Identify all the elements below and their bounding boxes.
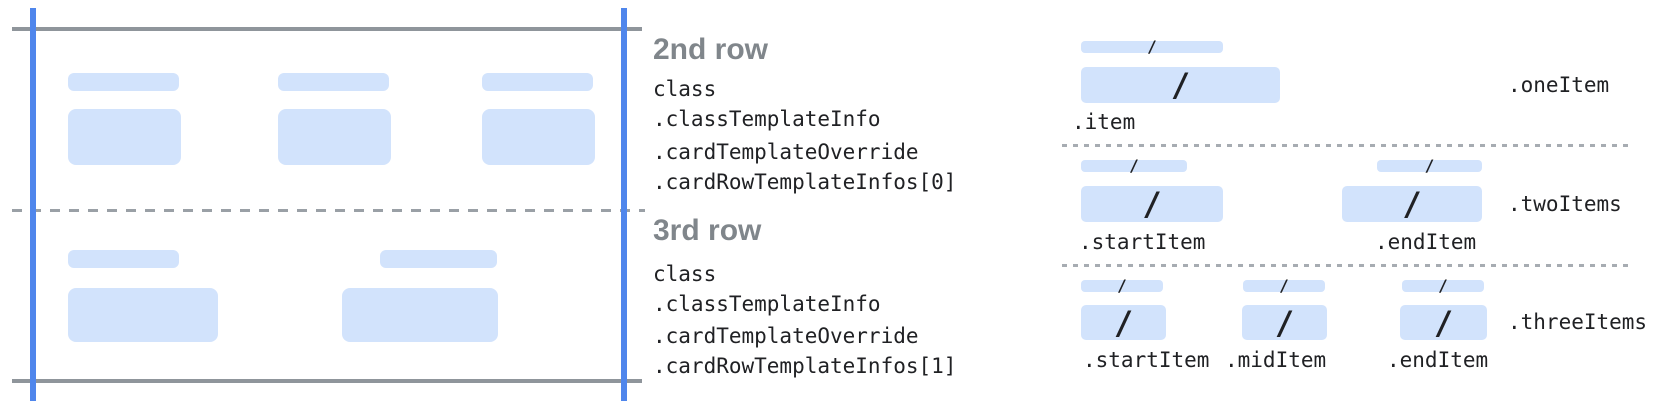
template-name-label-oneitem: .oneItem	[1508, 73, 1610, 97]
threeitems-mid-label-bar	[1243, 280, 1325, 292]
code-line: .cardTemplateOverride	[653, 324, 919, 348]
code-line: .cardTemplateOverride	[653, 140, 919, 164]
oneitem-label-bar	[1081, 41, 1223, 53]
heading-3rd-row: 3rd row	[653, 214, 762, 247]
template-name-label-threeitems: .threeItems	[1508, 310, 1648, 334]
card-row2-item3-label-bar	[482, 73, 593, 91]
slash-glyph: /	[1147, 37, 1157, 56]
item-label: .startItem	[1083, 348, 1210, 372]
slash-glyph: /	[1129, 156, 1139, 175]
card-row2-item2-value-bar	[278, 109, 391, 165]
card-left-edge-line	[30, 8, 36, 401]
slash-glyph: /	[1402, 185, 1422, 223]
section-divider-dashed	[1062, 144, 1630, 147]
threeitems-end-value-bar	[1400, 305, 1487, 340]
card-bottom-line	[12, 379, 642, 383]
twoitems-end-label-bar	[1377, 160, 1482, 172]
slash-glyph: /	[1274, 303, 1295, 342]
card-right-edge-line	[621, 8, 627, 401]
code-line: .cardRowTemplateInfos[1]	[653, 354, 957, 378]
slash-glyph: /	[1424, 156, 1435, 175]
card-top-line	[12, 27, 642, 31]
threeitems-start-value-bar	[1081, 305, 1166, 340]
item-label: .item	[1072, 110, 1136, 134]
slash-glyph: /	[1117, 276, 1127, 295]
card-row3-start-value-bar	[68, 288, 218, 342]
template-name-label-twoitems: .twoItems	[1508, 192, 1622, 216]
twoitems-start-label-bar	[1081, 160, 1187, 172]
slash-glyph: /	[1142, 185, 1162, 223]
card-row3-end-label-bar	[380, 250, 497, 268]
slash-glyph: /	[1433, 303, 1454, 342]
card-row-divider-dashed	[12, 209, 645, 212]
section-divider-dashed	[1062, 264, 1630, 267]
threeitems-end-label-bar	[1402, 280, 1484, 292]
card-row2-item2-label-bar	[278, 73, 389, 91]
slash-glyph: /	[1438, 276, 1448, 295]
card-row2-item1-value-bar	[68, 109, 181, 165]
code-line: .cardRowTemplateInfos[0]	[653, 170, 957, 194]
code-line: class	[653, 262, 717, 286]
slash-glyph: /	[1113, 303, 1134, 342]
twoitems-start-value-bar	[1081, 186, 1223, 222]
item-label: .startItem	[1079, 230, 1206, 254]
item-label: .endItem	[1375, 230, 1477, 254]
threeitems-mid-value-bar	[1242, 305, 1327, 340]
code-line: class	[653, 77, 717, 101]
code-line: .classTemplateInfo	[653, 107, 881, 131]
card-row2-item1-label-bar	[68, 73, 179, 91]
heading-2nd-row: 2nd row	[653, 33, 769, 66]
twoitems-end-value-bar	[1342, 186, 1482, 222]
slash-glyph: /	[1279, 276, 1289, 295]
item-label: .endItem	[1387, 348, 1489, 372]
card-row3-start-label-bar	[68, 250, 179, 268]
code-line: .classTemplateInfo	[653, 292, 881, 316]
card-row3-end-value-bar	[342, 288, 498, 342]
item-label: .midItem	[1225, 348, 1327, 372]
threeitems-start-label-bar	[1081, 280, 1163, 292]
oneitem-value-bar	[1081, 67, 1280, 103]
slash-glyph: /	[1170, 66, 1191, 104]
card-row2-item3-value-bar	[482, 109, 595, 165]
